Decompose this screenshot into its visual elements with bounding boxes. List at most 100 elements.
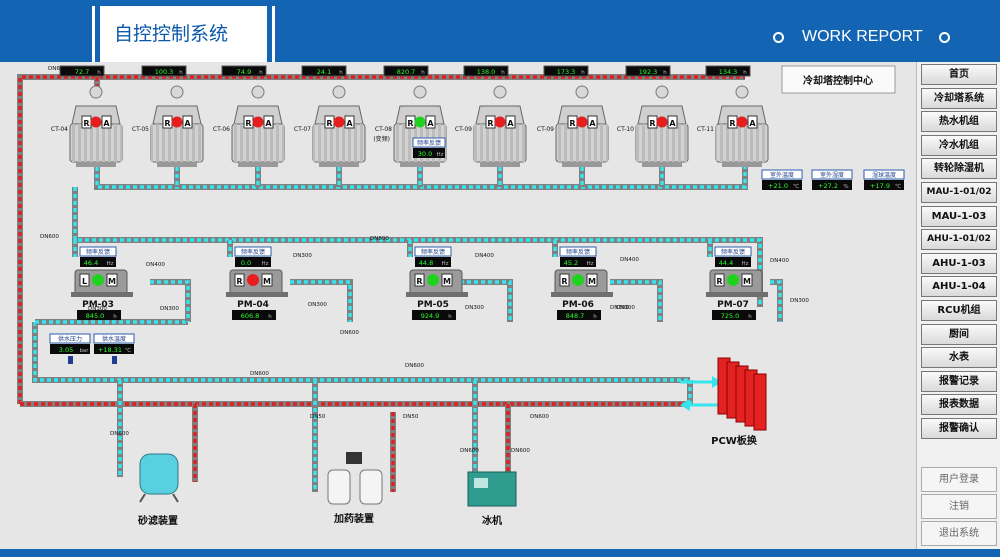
pump-mode-box-1[interactable] bbox=[234, 273, 245, 287]
tower-runtime-unit-7: h bbox=[663, 70, 667, 76]
tower-mode-a-box-5[interactable] bbox=[505, 115, 516, 129]
tower-fan-icon-1 bbox=[170, 85, 184, 99]
tower-base-7 bbox=[642, 162, 682, 167]
pump-runtime-box-3 bbox=[557, 310, 601, 320]
tower-mode-a-box-6[interactable] bbox=[587, 115, 598, 129]
dosing-tank-1[interactable] bbox=[327, 469, 351, 505]
chiller-icon[interactable] bbox=[467, 471, 517, 507]
nav-button-14[interactable]: 报表数据 bbox=[921, 394, 997, 416]
pump-m-box-2[interactable] bbox=[441, 273, 453, 287]
pump-mode-box-4[interactable] bbox=[714, 273, 725, 287]
tower-runtime-box-7 bbox=[625, 65, 671, 77]
tower-label-6: CT-09 bbox=[537, 126, 554, 133]
pump-runtime-unit-4: h bbox=[748, 314, 752, 320]
nav-bottom-button-1[interactable]: 注销 bbox=[921, 494, 997, 519]
nav-button-12[interactable]: 水表 bbox=[921, 347, 997, 369]
nav-bottom-button-2[interactable]: 退出系统 bbox=[921, 521, 997, 546]
tower-fill-5 bbox=[474, 124, 526, 162]
nav-button-5[interactable]: MAU-1-01/02 bbox=[921, 182, 997, 203]
pcw-plate-4 bbox=[753, 373, 767, 431]
tower-mode-a-box-8[interactable] bbox=[747, 115, 758, 129]
tower-mode-a-box-2[interactable] bbox=[263, 115, 274, 129]
ambient-label-2: 湿球温度 bbox=[872, 171, 896, 179]
pump-base-2 bbox=[406, 292, 468, 297]
nav-bottom-button-0[interactable]: 用户登录 bbox=[921, 467, 997, 492]
tower-mode-a-box-4[interactable] bbox=[425, 115, 436, 129]
pipe-label-2: DN300 bbox=[88, 306, 107, 312]
tower-fan-icon-2 bbox=[251, 85, 265, 99]
pipe-label-1: DN600 bbox=[40, 234, 59, 240]
tower-label-5: CT-09 bbox=[455, 126, 472, 133]
pump-mode-box-0[interactable] bbox=[79, 273, 90, 287]
tower-mode-r-8: R bbox=[729, 119, 735, 128]
tower-label-7: CT-10 bbox=[617, 126, 634, 133]
supply-label-box-1 bbox=[93, 333, 135, 344]
pump-m-box-0[interactable] bbox=[106, 273, 118, 287]
pipe-label-18: DN50 bbox=[403, 414, 419, 420]
tower-fan-icon-0 bbox=[89, 85, 103, 99]
nav-button-1[interactable]: 冷却塔系统 bbox=[921, 87, 997, 109]
nav-button-3[interactable]: 冷水机组 bbox=[921, 134, 997, 156]
pipe-label-17: DN50 bbox=[310, 414, 326, 420]
pump-m-box-4[interactable] bbox=[741, 273, 753, 287]
pump-freq-value-1: 0.0 bbox=[241, 259, 251, 267]
pump-mode-box-2[interactable] bbox=[414, 273, 425, 287]
nav-button-10[interactable]: RCU机组 bbox=[921, 300, 997, 321]
pump-name-3: PM-06 bbox=[562, 300, 594, 310]
nav-button-4[interactable]: 转轮除湿机 bbox=[921, 158, 997, 180]
nav-button-0[interactable]: 首页 bbox=[921, 64, 997, 85]
pipe-label-13: DN600 bbox=[340, 330, 359, 336]
tower-mode-r-4: R bbox=[407, 119, 413, 128]
tower-mode-a-box-1[interactable] bbox=[182, 115, 193, 129]
sand-filter-icon[interactable] bbox=[139, 453, 179, 495]
nav-button-15[interactable]: 报警确认 bbox=[921, 418, 997, 439]
pump-mode-box-3[interactable] bbox=[559, 273, 570, 287]
ambient-value-2: +17.9 bbox=[870, 182, 890, 190]
pump-runtime-box-2 bbox=[412, 310, 456, 320]
tower-mode-a-box-3[interactable] bbox=[344, 115, 355, 129]
pump-freq-label-3: 频率反馈 bbox=[566, 248, 590, 256]
tower-mode-a-box-7[interactable] bbox=[667, 115, 678, 129]
nav-button-6[interactable]: MAU-1-03 bbox=[921, 205, 997, 227]
tower-runtime-box-8 bbox=[705, 65, 751, 77]
pump-m-box-1[interactable] bbox=[261, 273, 273, 287]
tower-mode-r-1: R bbox=[164, 119, 170, 128]
tower-mode-r-7: R bbox=[649, 119, 655, 128]
nav-button-2[interactable]: 热水机组 bbox=[921, 111, 997, 133]
dosing-tank-2[interactable] bbox=[359, 469, 383, 505]
header-bar: 自控控制系统 WORK REPORT bbox=[0, 0, 1000, 62]
nav-button-8[interactable]: AHU-1-03 bbox=[921, 252, 997, 274]
nav-button-11[interactable]: 厨间 bbox=[921, 323, 997, 345]
pump-outlet-2 bbox=[460, 280, 512, 322]
tower-freq-value-4: 30.0 bbox=[418, 150, 432, 158]
pump-status-icon-2 bbox=[427, 274, 439, 286]
tower-fan-icon-6 bbox=[575, 85, 589, 99]
nav-button-7[interactable]: AHU-1-01/02 bbox=[921, 229, 997, 251]
work-report-link[interactable]: WORK REPORT bbox=[773, 28, 950, 46]
tower-mode-a-5: A bbox=[507, 119, 514, 128]
ambient-value-box-1 bbox=[812, 180, 852, 190]
pump-m-box-3[interactable] bbox=[586, 273, 598, 287]
pump-mode-2: R bbox=[416, 277, 422, 286]
tower-mode-a-box-0[interactable] bbox=[101, 115, 112, 129]
control-center-button[interactable] bbox=[781, 65, 896, 94]
pipe-label-14: DN600 bbox=[250, 371, 269, 377]
tower-fan-icon-5 bbox=[493, 85, 507, 99]
pipe-label-19: DN600 bbox=[460, 448, 479, 454]
nav-button-13[interactable]: 报警记录 bbox=[921, 370, 997, 392]
tower-runtime-box-5 bbox=[463, 65, 509, 77]
tower-runtime-value-7: 192.3 bbox=[639, 68, 658, 76]
title-tab[interactable]: 自控控制系统 bbox=[100, 6, 267, 62]
tower-runtime-unit-5: h bbox=[501, 70, 505, 76]
tower-base-0 bbox=[76, 162, 116, 167]
pump-name-2: PM-05 bbox=[417, 300, 449, 310]
tower-status-icon-7 bbox=[656, 116, 668, 128]
tower-status-icon-2 bbox=[252, 116, 264, 128]
pump-runtime-unit-2: h bbox=[448, 314, 452, 320]
pump-freq-unit-1: Hz bbox=[261, 261, 268, 267]
tower-freq-label-4: 频率反馈 bbox=[417, 139, 441, 147]
nav-button-9[interactable]: AHU-1-04 bbox=[921, 276, 997, 298]
pipe-label-7: DN400 bbox=[475, 253, 494, 259]
